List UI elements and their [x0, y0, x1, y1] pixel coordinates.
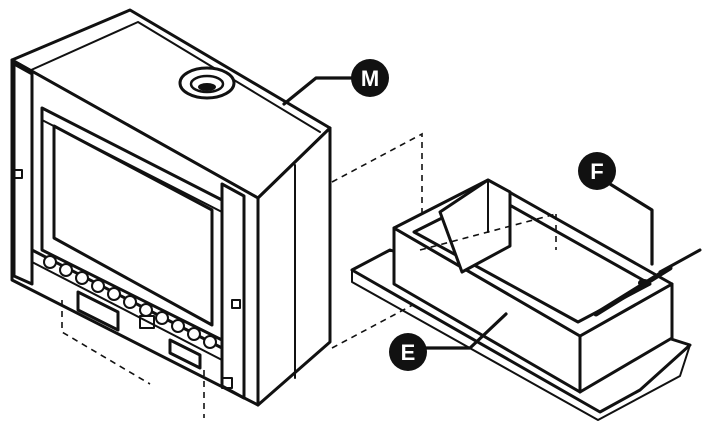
leader-e: [424, 312, 508, 350]
air-vents: [43, 255, 217, 349]
leader-m: [282, 76, 354, 106]
callout-f: F: [578, 152, 616, 190]
rod-collar: [638, 279, 650, 287]
base-plate-edge: [351, 269, 691, 421]
foot-right: [221, 377, 233, 389]
callout-f-circle: [578, 152, 616, 190]
handle-knob: [139, 315, 155, 329]
callout-e: E: [389, 333, 427, 371]
door-glass: [52, 124, 214, 327]
support-rod: [593, 265, 673, 317]
bolt-right: [231, 299, 241, 309]
callout-e-label: E: [401, 340, 416, 365]
lower-bracket: [168, 338, 202, 370]
callout-m-circle: [351, 59, 389, 97]
box-back-wall: [438, 178, 512, 274]
rod-extension: [658, 248, 702, 274]
insert-hidden-outline: [61, 132, 423, 418]
base-assembly: [350, 178, 702, 421]
door-top-bar: [41, 119, 223, 213]
ash-lip-lower: [31, 261, 223, 361]
callout-f-label: F: [590, 159, 603, 184]
bolt-left: [13, 169, 23, 179]
fireplace-insert: [10, 8, 332, 407]
right-post: [220, 182, 246, 400]
callout-m: M: [351, 59, 389, 97]
insert-top-rim: [19, 21, 321, 133]
callout-m-label: M: [361, 66, 379, 91]
air-control-box: [76, 290, 120, 332]
flue-collar: [178, 66, 236, 100]
leader-f: [608, 182, 654, 266]
callout-e-circle: [389, 333, 427, 371]
